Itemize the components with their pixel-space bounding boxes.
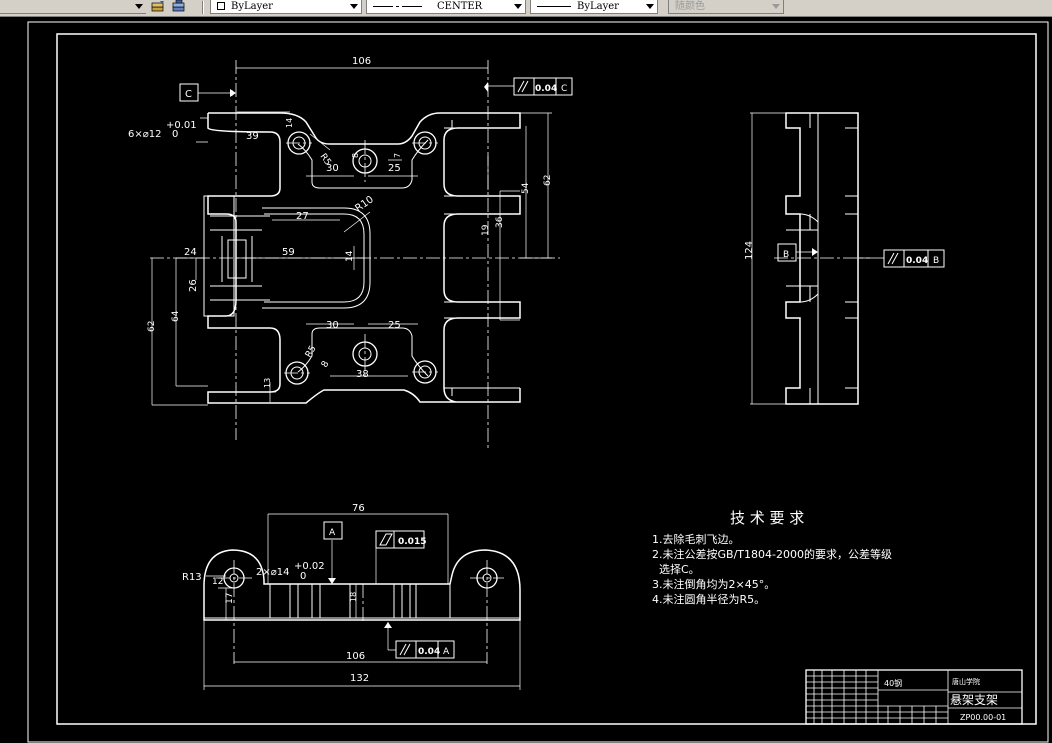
lineweight-control[interactable]: ByLayer	[530, 0, 658, 14]
linetype-control[interactable]: CENTER	[366, 0, 526, 14]
dim-106-front: 106	[346, 651, 365, 662]
dim-8: 8	[320, 359, 332, 369]
dim-38: 38	[356, 369, 369, 380]
chevron-down-icon	[350, 4, 358, 9]
color-control-label: ByLayer	[231, 1, 273, 12]
hole-tol-upper-front: +0.02	[294, 561, 325, 572]
previous-dropdown[interactable]	[0, 0, 146, 14]
parallel-tol-a: 0.04	[418, 647, 440, 657]
chevron-down-icon	[772, 4, 780, 9]
hole-spec-top: 6×⌀12	[128, 129, 162, 140]
title-part-name: 悬架支架	[950, 693, 998, 707]
title-block	[805, 669, 1023, 725]
flatness-tol: 0.015	[398, 537, 426, 547]
tech-req-item: 4.未注圆角半径为R5。	[652, 593, 766, 606]
tech-req-item: 1.去除毛刺飞边。	[652, 533, 740, 546]
title-material: 40钢	[884, 678, 902, 688]
dim-17: 17	[225, 593, 235, 604]
color-control[interactable]: ByLayer	[210, 0, 362, 14]
dim-24: 24	[184, 247, 197, 258]
chevron-down-icon	[646, 4, 654, 9]
title-drawing-number: ZP00.00-01	[960, 713, 1006, 722]
dim-59: 59	[282, 247, 295, 258]
hole-spec-front: 2×⌀14	[256, 567, 290, 578]
dim-r13: R13	[182, 572, 202, 583]
linetype-control-label: CENTER	[437, 1, 483, 12]
dim-106-top: 106	[352, 56, 371, 67]
datum-b-label: B	[783, 250, 789, 260]
dim-r10: R10	[353, 194, 375, 214]
dim-14-top: 14	[285, 118, 294, 128]
dim-r5: R5	[304, 344, 319, 359]
sheet-outer-border	[27, 21, 1049, 743]
dim-18: 18	[349, 592, 358, 602]
parallel-datum-b: B	[933, 256, 939, 266]
plotstyle-control[interactable]: 随颜色	[668, 0, 784, 14]
hole-tol-lower-front: 0	[300, 571, 306, 582]
dim-36: 36	[495, 216, 505, 228]
parallel-datum-a: A	[443, 647, 450, 657]
dim-26: 26	[188, 279, 199, 292]
parallel-tol-b: 0.04	[906, 256, 928, 266]
dim-30-top: 30	[326, 163, 339, 174]
dim-7: 7	[393, 153, 402, 158]
dim-14: 14	[345, 250, 355, 262]
gdt-frames	[179, 77, 945, 659]
dim-132: 132	[350, 673, 369, 684]
dim-62-left: 62	[147, 321, 157, 332]
datum-a-label: A	[329, 528, 336, 538]
dim-25-bottom: 25	[388, 320, 401, 331]
parallel-datum-c: C	[561, 84, 567, 94]
drawing-canvas[interactable]: 106 C 0.04 C 6×⌀12 +0.01 0 39 30 25 27 R…	[0, 16, 1052, 743]
title-school: 唐山学院	[952, 677, 980, 686]
tech-req-list: 1.去除毛刺飞边。 2.未注公差按GB/T1804-2000的要求，公差等级 选…	[652, 532, 892, 607]
front-view	[203, 513, 521, 690]
dim-62-right: 62	[543, 175, 553, 186]
layer-previous-icon[interactable]	[172, 0, 186, 13]
side-view	[750, 112, 884, 405]
chevron-down-icon	[135, 4, 143, 9]
datum-c-label: C	[185, 89, 192, 100]
sheet-inner-border	[56, 33, 1037, 725]
dim-19: 19	[481, 224, 491, 236]
plotstyle-control-label: 随颜色	[675, 1, 705, 12]
dim-64: 64	[171, 310, 181, 322]
dim-76: 76	[352, 503, 365, 514]
linetype-preview	[402, 6, 422, 7]
dim-13: 13	[263, 378, 272, 388]
hole-tol-upper: +0.01	[166, 120, 197, 131]
dim-12: 12	[212, 577, 223, 587]
lineweight-preview	[537, 6, 571, 7]
linetype-preview	[396, 6, 399, 7]
tech-req-item: 3.未注倒角均为2×45°。	[652, 578, 776, 591]
color-swatch-icon	[217, 2, 225, 10]
dim-30-bottom: 30	[326, 320, 339, 331]
linetype-preview	[373, 6, 393, 7]
tech-req-item: 选择C。	[652, 563, 700, 576]
tech-req-title: 技 术 要 求	[730, 509, 805, 527]
hole-tol-lower: 0	[172, 129, 178, 140]
dim-25-top: 25	[388, 163, 401, 174]
dim-124: 124	[744, 241, 755, 260]
top-view	[150, 60, 560, 448]
toolbar-separator	[202, 1, 204, 14]
dim-54: 54	[521, 182, 531, 194]
dim-8-top: 8	[351, 153, 360, 158]
lineweight-control-label: ByLayer	[577, 1, 619, 12]
chevron-down-icon	[514, 4, 522, 9]
tech-req-item: 2.未注公差按GB/T1804-2000的要求，公差等级	[652, 548, 892, 561]
dim-39: 39	[246, 131, 259, 142]
properties-toolbar: ByLayer CENTER ByLayer 随颜色	[0, 0, 1052, 17]
dim-27: 27	[296, 211, 309, 222]
layer-stack-icon[interactable]	[151, 0, 165, 13]
parallel-tol-c: 0.04	[535, 84, 557, 94]
